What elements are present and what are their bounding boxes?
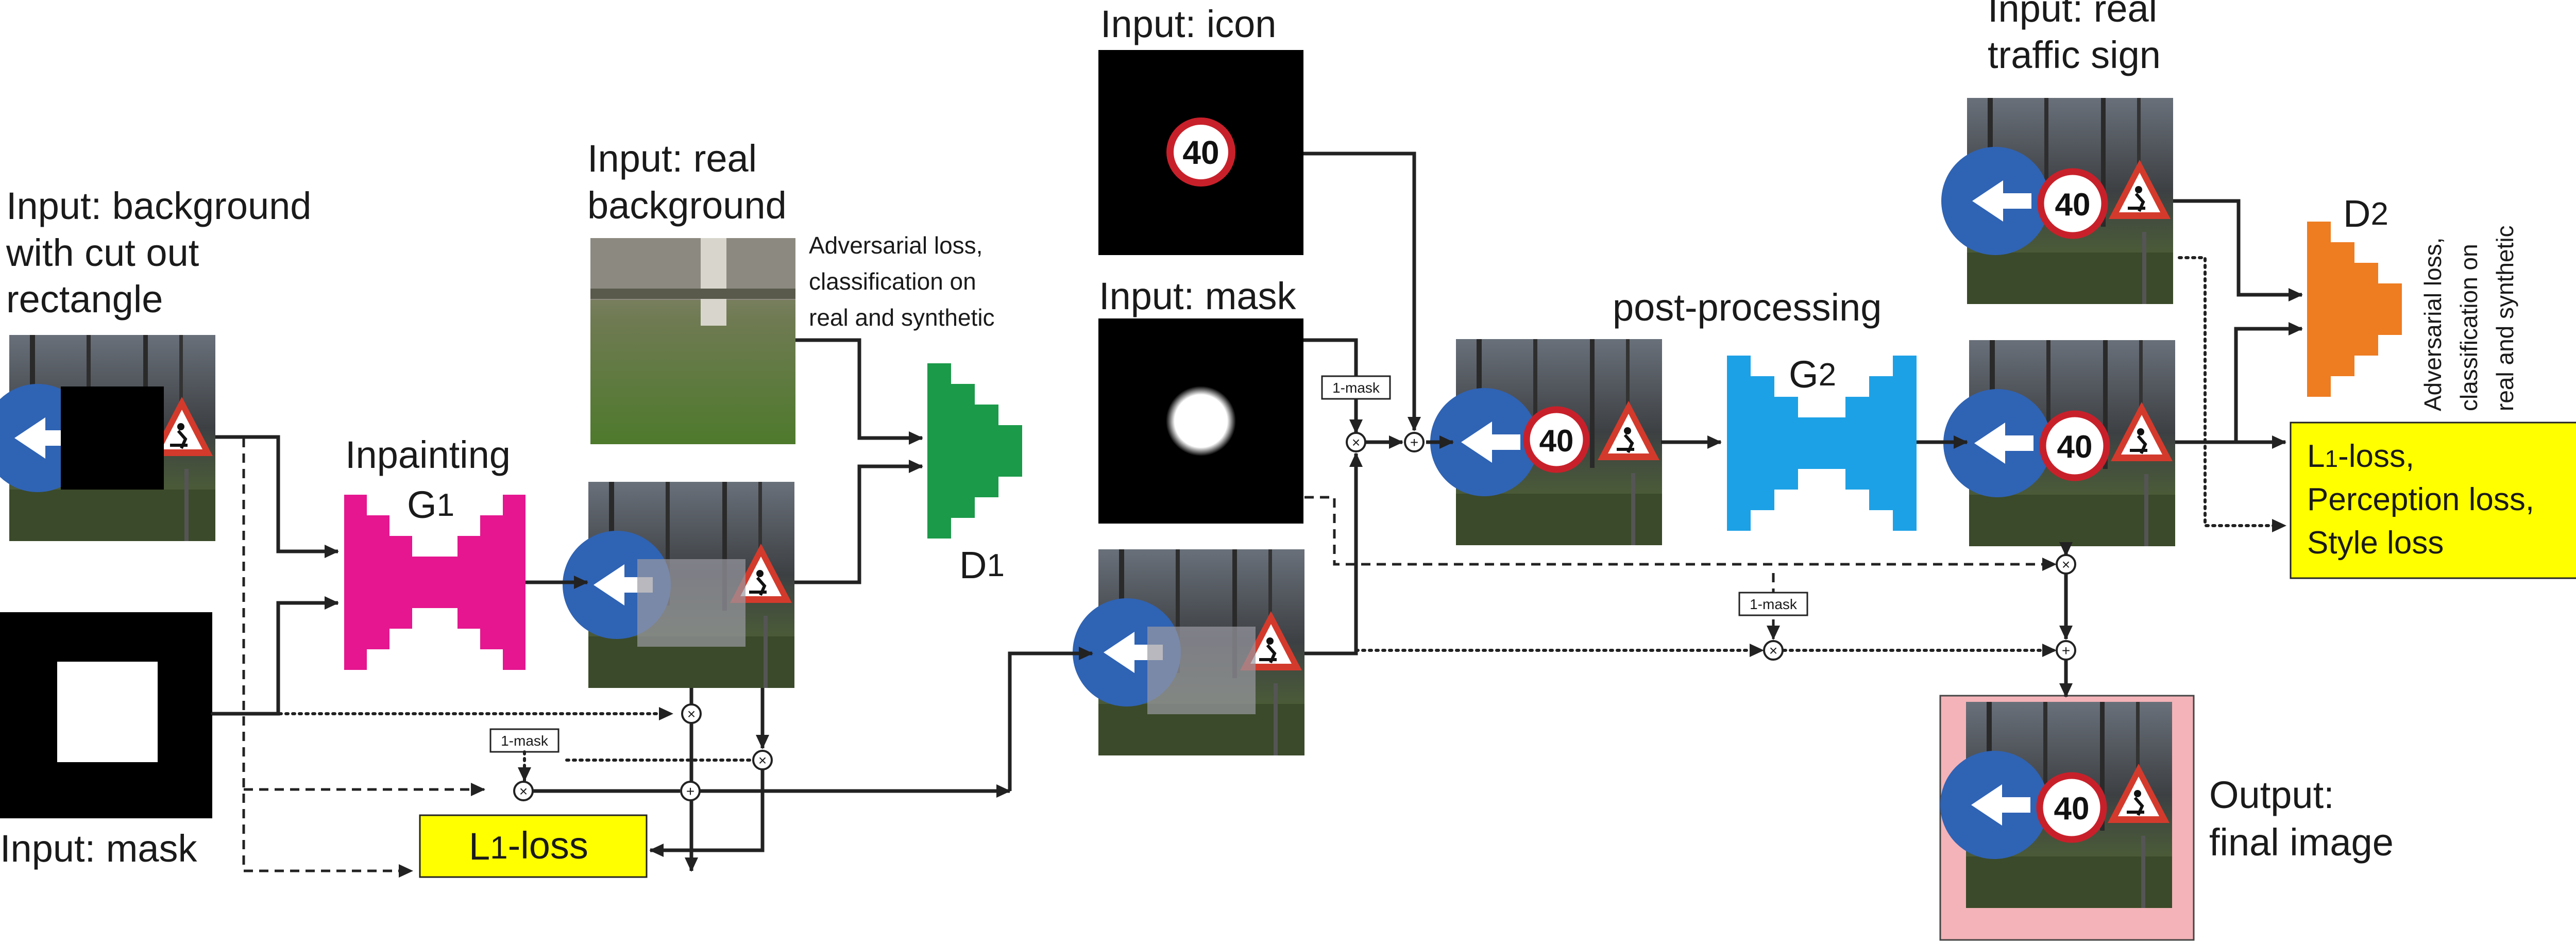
output-label: Output: final image	[2209, 773, 2394, 864]
g1-generator-network	[344, 495, 526, 670]
g2-generator-network	[1727, 356, 1917, 531]
multiply-op-5-symbol: ×	[1769, 643, 1777, 659]
d1-discriminator-network	[927, 363, 1022, 539]
multiply-op-1-symbol: ×	[687, 706, 696, 722]
real-background-image	[590, 238, 795, 444]
input-mask-mid-label: Input: mask	[1099, 275, 1297, 317]
g2-label: G2	[1789, 353, 1836, 396]
ops-stage1: × × × + 1-mask	[489, 703, 773, 801]
one-minus-mask-label-2: 1-mask	[1332, 380, 1380, 396]
multiply-op-6	[2056, 554, 2076, 575]
background-cutout-image	[0, 335, 215, 541]
add-op-2-symbol: +	[1410, 434, 1418, 450]
add-op-3-symbol: +	[2062, 643, 2070, 659]
composite-sign-text: 40	[1539, 424, 1574, 458]
mask-left-image	[0, 612, 212, 818]
mask-mid-image	[1098, 318, 1303, 524]
ops-stage2: 1-mask × × +	[1738, 554, 2076, 661]
input-mask-left-label: Input: mask	[0, 827, 198, 870]
add-op-1	[680, 781, 701, 801]
l1-loss-label-stage1: L1-loss	[469, 824, 588, 868]
inpainted-image	[563, 482, 794, 688]
add-op-3	[2056, 640, 2076, 661]
d1-adversarial-loss-label: Adversarial loss, classification on real…	[809, 232, 995, 331]
real-sign-text: 40	[2055, 187, 2091, 223]
ops-stage-mid: 1-mask × +	[1321, 375, 1425, 452]
multiply-op-2	[752, 750, 773, 770]
input-background-label: Input: background with cut out rectangle	[6, 184, 322, 321]
real-sign-image: 40	[1941, 98, 2173, 304]
one-minus-mask-label-3: 1-mask	[1750, 596, 1798, 612]
d2-label: D2	[2343, 192, 2388, 235]
multiply-op-4-symbol: ×	[1352, 434, 1360, 450]
loss-label-stage2: L1-loss, Perception loss, Style loss	[2307, 439, 2543, 561]
add-op-2	[1404, 432, 1425, 452]
background-mid-image	[1073, 549, 1304, 755]
l1-loss-box-stage1	[419, 814, 648, 878]
multiply-op-5	[1763, 640, 1784, 661]
multiply-op-1	[681, 703, 702, 724]
final-sign-text: 40	[2054, 791, 2090, 827]
connector-lines	[211, 152, 2303, 878]
multiply-op-6-symbol: ×	[2062, 557, 2070, 573]
d2-discriminator-network	[2307, 222, 2402, 397]
add-op-1-symbol: +	[686, 783, 694, 799]
g2-output-sign-text: 40	[2057, 429, 2093, 465]
icon-sign-text: 40	[1182, 134, 1219, 171]
inpainting-title: Inpainting	[345, 433, 511, 476]
multiply-op-4	[1346, 432, 1366, 452]
loss-box-stage2	[2290, 422, 2576, 579]
icon-image: 40	[1098, 50, 1303, 255]
d1-label: D1	[959, 544, 1005, 586]
g2-output-image: 40	[1943, 340, 2175, 546]
g1-label: G1	[407, 483, 454, 526]
input-real-sign-label: Input: real traffic sign	[1988, 0, 2168, 76]
multiply-op-2-symbol: ×	[758, 752, 767, 768]
input-icon-label: Input: icon	[1100, 3, 1276, 45]
final-output-image: 40	[1940, 702, 2172, 908]
multiply-op-3-symbol: ×	[519, 783, 528, 799]
composite-image: 40	[1430, 339, 1662, 545]
d2-adversarial-loss-label: Adversarial loss, classification on real…	[2419, 225, 2518, 411]
one-minus-mask-box-2	[1321, 375, 1391, 400]
one-minus-mask-box-1	[489, 728, 560, 753]
post-processing-title: post-processing	[1613, 286, 1882, 329]
one-minus-mask-label-1: 1-mask	[501, 733, 549, 749]
one-minus-mask-box-3	[1738, 592, 1808, 616]
input-real-background-label: Input: real background	[587, 137, 787, 227]
